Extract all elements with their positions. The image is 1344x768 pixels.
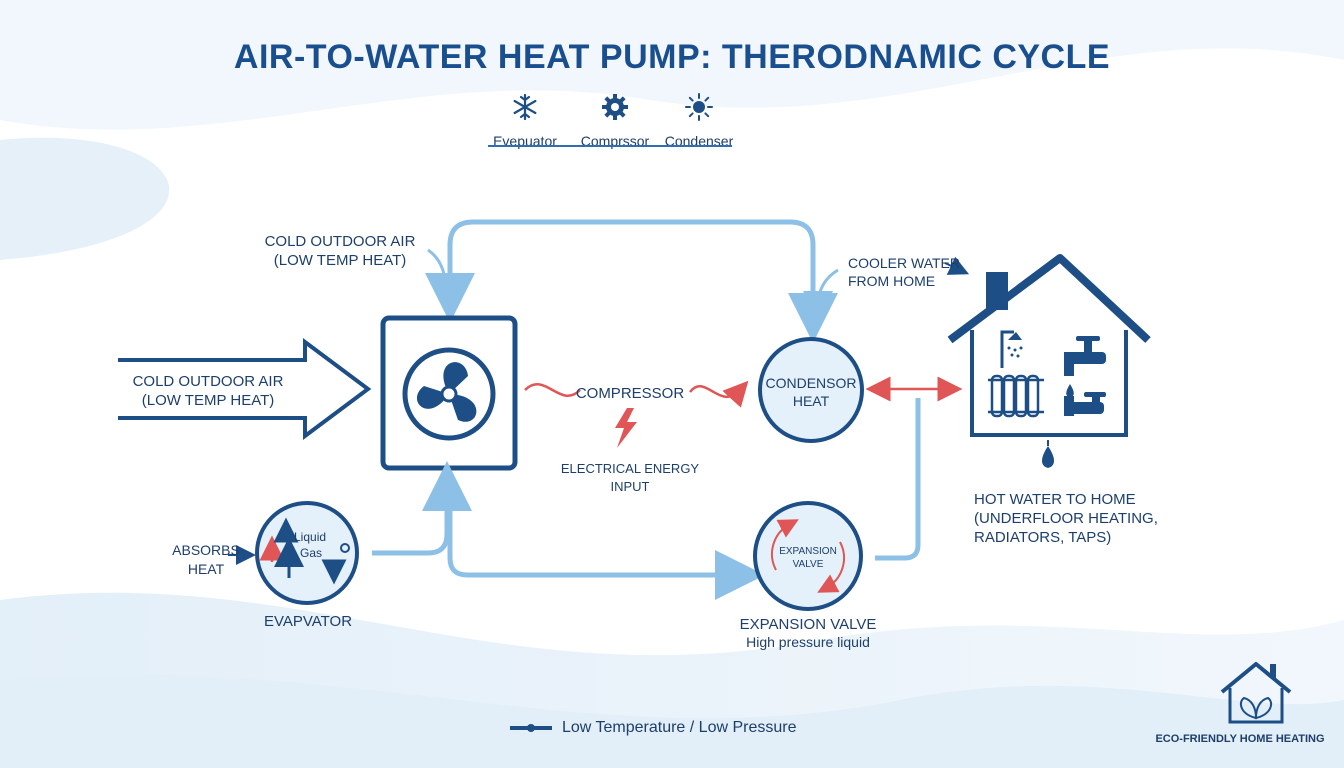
evap-liquid-label: Liquid — [294, 530, 327, 544]
cold-air-top-label: COLD OUTDOOR AIR (LOW TEMP HEAT) — [256, 232, 424, 270]
top-loop-pipe — [447, 219, 838, 343]
electrical-line2: INPUT — [610, 479, 650, 494]
absorbs-heat-label: ABSORBS HEAT — [164, 541, 248, 579]
condenser-label: CONDENSOR HEAT — [762, 374, 860, 410]
cooler-water-arrow — [944, 256, 970, 275]
hot-water-line3: RADIATORS, TAPS) — [974, 529, 1112, 546]
compressor-label: COMPRESSOR — [575, 385, 685, 402]
brand-logo-icon — [1220, 662, 1292, 724]
cold-air-top-line1: COLD OUTDOOR AIR — [264, 233, 416, 250]
cooler-water-line1: COOLER WATER — [848, 255, 961, 271]
evaporator-up-pipe — [372, 461, 472, 556]
cold-air-top-line2: (LOW TEMP HEAT) — [273, 252, 407, 269]
cold-air-curve-arrow — [427, 248, 461, 307]
expansion-sub-label: High pressure liquid — [746, 634, 870, 650]
legend-underline — [488, 145, 732, 147]
snowflake-icon — [513, 93, 537, 121]
electrical-line1: ELECTRICAL ENERGY — [560, 461, 700, 476]
cold-air-left-line2: (LOW TEMP HEAT) — [141, 392, 275, 409]
brand-text: ECO-FRIENDLY HOME HEATING — [1155, 733, 1325, 745]
cold-air-left-line1: COLD OUTDOOR AIR — [132, 373, 284, 390]
evaporator-arrows — [259, 517, 350, 585]
cooler-water-label: COOLER WATER FROM HOME — [848, 254, 968, 290]
cold-air-left-label: COLD OUTDOOR AIR (LOW TEMP HEAT) — [120, 372, 296, 410]
big-air-arrow — [118, 338, 372, 440]
footer-legend-text: Low Temperature / Low Pressure — [562, 719, 797, 736]
evaporator-label: EVAPVATOR — [263, 613, 353, 630]
hot-water-line2: (UNDERFLOOR HEATING, — [974, 510, 1158, 527]
compressor-wave — [524, 384, 740, 397]
tap-icon — [1064, 336, 1106, 416]
expansion-valve-label: EXPANSION VALVE — [739, 616, 877, 633]
shower-icon — [1000, 330, 1023, 368]
expansion-inner-line2: VALVE — [792, 559, 824, 570]
house-icon — [947, 254, 1151, 437]
bottom-pipe — [447, 482, 765, 600]
condenser-circle — [758, 337, 864, 443]
cooler-water-line2: FROM HOME — [848, 273, 936, 289]
expansion-inner-line1: EXPANSION — [779, 546, 837, 557]
water-drop-icon — [1042, 440, 1054, 468]
expansion-return-pipe — [875, 398, 921, 561]
absorbs-line1: ABSORBS — [172, 542, 240, 558]
evap-gas-label: Gas — [300, 546, 323, 560]
absorbs-line2: HEAT — [187, 561, 225, 577]
radiator-icon — [988, 374, 1044, 418]
electrical-energy-label: ELECTRICAL ENERGY INPUT — [546, 460, 714, 496]
page-title: AIR-TO-WATER HEAT PUMP: THERODNAMIC CYCL… — [233, 38, 1111, 76]
gear-icon — [602, 94, 628, 120]
sun-icon — [685, 93, 713, 121]
cooler-water-curve-arrow — [803, 268, 839, 321]
hot-water-label: HOT WATER TO HOME (UNDERFLOOR HEATING, R… — [974, 490, 1174, 547]
lightning-icon — [615, 408, 637, 448]
expansion-inner-label: EXPANSION VALVE — [772, 545, 844, 571]
condenser-line1: CONDENSOR — [765, 375, 857, 391]
hot-water-line1: HOT WATER TO HOME — [974, 491, 1136, 508]
condenser-line2: HEAT — [792, 393, 830, 409]
